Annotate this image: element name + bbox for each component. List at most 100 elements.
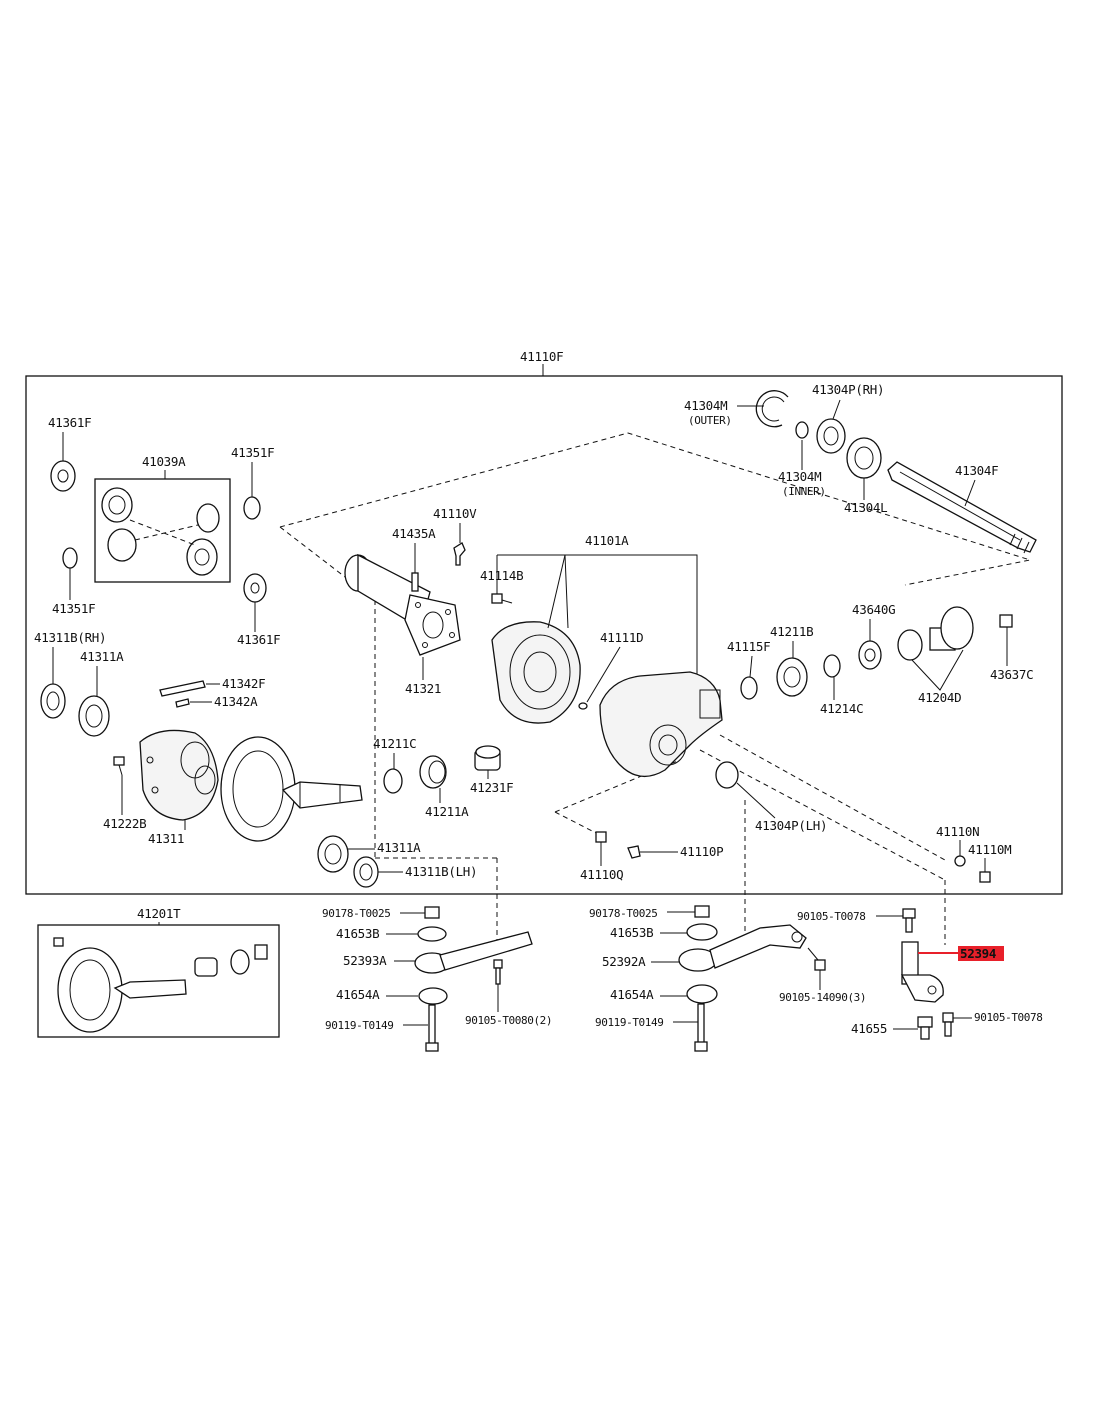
nut-90178-a[interactable] bbox=[424, 906, 440, 919]
ring-gear-pinion[interactable] bbox=[220, 736, 363, 842]
washer-41211C[interactable] bbox=[383, 768, 403, 794]
label-41211A[interactable]: 41211A bbox=[425, 804, 469, 819]
label-41311A-a[interactable]: 41311A bbox=[80, 649, 124, 664]
side-gear-41039A[interactable] bbox=[101, 487, 220, 576]
bearing-41211B[interactable] bbox=[776, 657, 808, 697]
label-41211C[interactable]: 41211C bbox=[373, 736, 417, 751]
cushion-41653B-a[interactable] bbox=[417, 926, 447, 942]
diff-case-41311[interactable] bbox=[139, 729, 219, 821]
label-41361F-a[interactable]: 41361F bbox=[48, 415, 92, 430]
nut-90178-b[interactable] bbox=[694, 905, 710, 918]
label-90105-T0078-a[interactable]: 90105-T0078 bbox=[797, 910, 866, 923]
label-41304L[interactable]: 41304L bbox=[844, 500, 888, 515]
label-90105-T0078-b[interactable]: 90105-T0078 bbox=[974, 1011, 1043, 1024]
label-41655[interactable]: 41655 bbox=[851, 1021, 887, 1036]
spacer-41231F[interactable] bbox=[474, 745, 501, 771]
plug-41110Q[interactable] bbox=[595, 831, 607, 843]
axle-shaft-41304F[interactable] bbox=[887, 461, 1037, 554]
bolt-90105-T0078-b[interactable] bbox=[942, 1012, 954, 1037]
label-41654A-a[interactable]: 41654A bbox=[336, 987, 380, 1002]
bolt-41655[interactable] bbox=[917, 1016, 933, 1040]
shim-41311B-rh[interactable] bbox=[40, 683, 66, 719]
nut-43637C[interactable] bbox=[999, 614, 1013, 628]
label-41204D[interactable]: 41204D bbox=[918, 690, 962, 705]
label-41304P-rh[interactable]: 41304P(RH) bbox=[812, 382, 885, 397]
label-90105-T0080[interactable]: 90105-T0080(2) bbox=[465, 1014, 553, 1027]
label-90119-b[interactable]: 90119-T0149 bbox=[595, 1016, 664, 1029]
ring-gear-set-41201T[interactable] bbox=[53, 937, 268, 1033]
seal-43640G[interactable] bbox=[858, 640, 882, 670]
label-43640G[interactable]: 43640G bbox=[852, 602, 896, 617]
thrust-washer-41361F-a[interactable] bbox=[50, 460, 76, 492]
label-41110F[interactable]: 41110F bbox=[520, 349, 564, 364]
label-41211B[interactable]: 41211B bbox=[770, 624, 814, 639]
bolt-90105-T0080[interactable] bbox=[493, 959, 503, 985]
plug-41110M[interactable] bbox=[979, 871, 991, 883]
housing-cover-41101A[interactable] bbox=[491, 621, 581, 724]
bolt-90105-T0078-a[interactable] bbox=[902, 908, 916, 933]
bolt-41222B[interactable] bbox=[113, 756, 125, 776]
pinion-shaft-41342F[interactable] bbox=[159, 680, 206, 697]
label-41222B[interactable]: 41222B bbox=[103, 816, 147, 831]
bearing-41304L[interactable] bbox=[846, 437, 882, 479]
shim-41311B-lh[interactable] bbox=[353, 856, 379, 888]
seal-41304P-lh[interactable] bbox=[715, 761, 739, 789]
label-41361F-b[interactable]: 41361F bbox=[237, 632, 281, 647]
bolt-90105-14090[interactable] bbox=[814, 959, 826, 971]
cushion-41654A-a[interactable] bbox=[418, 987, 448, 1005]
bolt-90119-b[interactable] bbox=[694, 1003, 708, 1052]
pin-41111D[interactable] bbox=[578, 702, 588, 710]
bracket-52394[interactable] bbox=[900, 941, 944, 1003]
label-41304M-inner[interactable]: 41304M bbox=[778, 469, 822, 484]
label-41039A[interactable]: 41039A bbox=[142, 454, 186, 469]
support-52393A[interactable] bbox=[414, 931, 533, 974]
label-41114B[interactable]: 41114B bbox=[480, 568, 524, 583]
label-41304M-outer[interactable]: 41304M bbox=[684, 398, 728, 413]
pin-41342A[interactable] bbox=[175, 698, 190, 708]
label-41653B-b[interactable]: 41653B bbox=[610, 925, 654, 940]
label-41101A[interactable]: 41101A bbox=[585, 533, 629, 548]
snap-ring-outer-41304M[interactable] bbox=[755, 390, 789, 428]
seal-41115F[interactable] bbox=[740, 676, 758, 700]
label-41304F[interactable]: 41304F bbox=[955, 463, 999, 478]
support-52392A[interactable] bbox=[678, 924, 807, 972]
label-41351F-a[interactable]: 41351F bbox=[231, 445, 275, 460]
bearing-41311A-a[interactable] bbox=[78, 695, 110, 737]
bolt-41114B[interactable] bbox=[491, 593, 513, 604]
gasket-41110N[interactable] bbox=[954, 855, 966, 867]
housing-41110F[interactable] bbox=[599, 671, 723, 777]
label-90178-a[interactable]: 90178-T0025 bbox=[322, 907, 391, 920]
label-41351F-b[interactable]: 41351F bbox=[52, 601, 96, 616]
label-41231F[interactable]: 41231F bbox=[470, 780, 514, 795]
label-41653B-a[interactable]: 41653B bbox=[336, 926, 380, 941]
label-41311[interactable]: 41311 bbox=[148, 831, 184, 846]
bearing-41311A-b[interactable] bbox=[317, 835, 349, 873]
bolt-90119-a[interactable] bbox=[425, 1004, 439, 1052]
label-41654A-b[interactable]: 41654A bbox=[610, 987, 654, 1002]
thrust-washer-41351F-b[interactable] bbox=[62, 547, 78, 569]
label-90178-b[interactable]: 90178-T0025 bbox=[589, 907, 658, 920]
flange-41204D[interactable] bbox=[897, 606, 974, 661]
label-52393A[interactable]: 52393A bbox=[343, 953, 387, 968]
label-41435A[interactable]: 41435A bbox=[392, 526, 436, 541]
bearing-41211A[interactable] bbox=[419, 755, 447, 789]
label-41214C[interactable]: 41214C bbox=[820, 701, 864, 716]
label-41342A[interactable]: 41342A bbox=[214, 694, 258, 709]
label-41311B-rh[interactable]: 41311B(RH) bbox=[34, 630, 107, 645]
oil-seal-41304P-rh[interactable] bbox=[816, 418, 846, 454]
thrust-washer-41351F-a[interactable] bbox=[243, 496, 261, 520]
plug-41110P[interactable] bbox=[627, 845, 641, 859]
snap-ring-inner-41304M[interactable] bbox=[795, 421, 809, 439]
label-41110M[interactable]: 41110M bbox=[968, 842, 1012, 857]
tube-41321[interactable] bbox=[344, 553, 461, 656]
label-41110V[interactable]: 41110V bbox=[433, 506, 477, 521]
label-41201T[interactable]: 41201T bbox=[137, 906, 181, 921]
label-90105-14090[interactable]: 90105-14090(3) bbox=[779, 991, 867, 1004]
label-41342F[interactable]: 41342F bbox=[222, 676, 266, 691]
label-41115F[interactable]: 41115F bbox=[727, 639, 771, 654]
stud-41435A[interactable] bbox=[411, 572, 419, 592]
cushion-41653B-b[interactable] bbox=[686, 923, 718, 941]
label-41311A-b[interactable]: 41311A bbox=[377, 840, 421, 855]
label-41311B-lh[interactable]: 41311B(LH) bbox=[405, 864, 478, 879]
label-41304P-lh[interactable]: 41304P(LH) bbox=[755, 818, 828, 833]
